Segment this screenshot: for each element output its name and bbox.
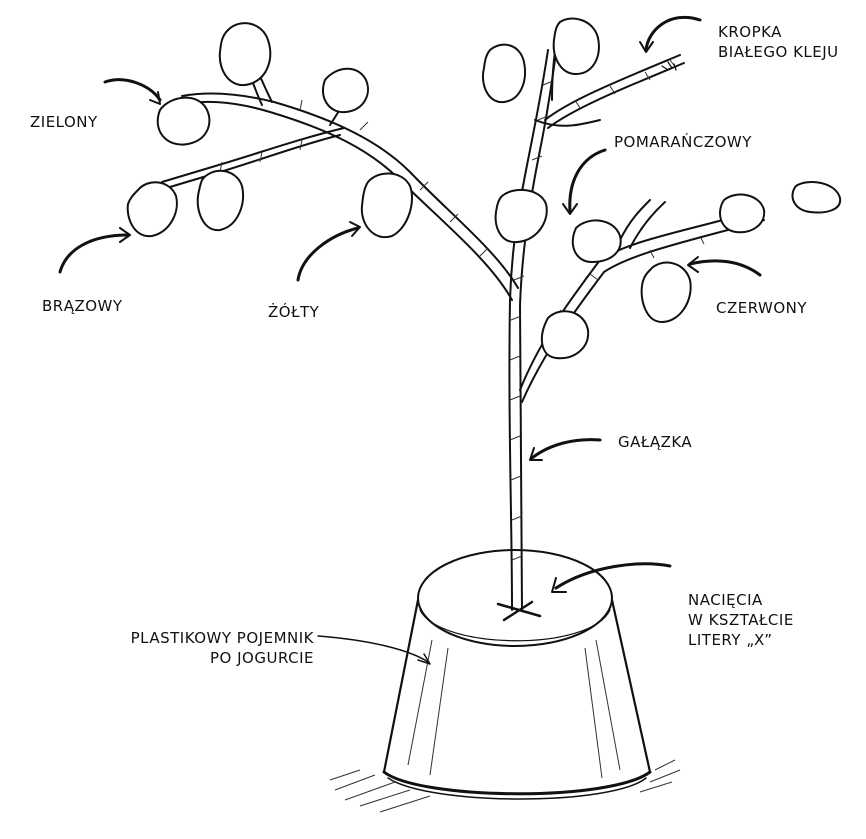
leaf-top-left <box>218 22 272 87</box>
leaf-yellow <box>360 172 413 239</box>
yogurt-container <box>382 549 652 800</box>
label-yogurt-container: PLASTIKOWY POJEMNIK PO JOGURCIE <box>130 629 314 667</box>
leaf-brown-2 <box>196 170 244 232</box>
leaf-mid <box>494 188 548 244</box>
leaf-orange <box>571 219 622 263</box>
left-branch <box>159 57 519 301</box>
label-red: CZERWONY <box>716 299 808 317</box>
glue-dot <box>661 61 677 71</box>
x-shaped-cut <box>496 600 542 622</box>
leaf-green <box>156 96 211 146</box>
leaf-top-center-2 <box>552 17 600 75</box>
label-arrows <box>58 15 762 665</box>
label-glue-dot: KROPKA BIAŁEGO KLEJU <box>718 23 839 61</box>
leaf-lower-right <box>540 310 590 360</box>
leaf-right-1 <box>719 193 766 234</box>
label-green: ZIELONY <box>30 113 98 131</box>
label-yellow: ŻÓŁTY <box>268 303 320 321</box>
twig-trunk <box>508 49 557 611</box>
leaf-right-2 <box>791 181 842 214</box>
label-twig: GAŁĄZKA <box>618 433 693 451</box>
leaf-upper-mid <box>322 67 369 114</box>
label-x-cuts: NACIĘCIA W KSZTAŁCIE LITERY „X” <box>688 591 794 649</box>
ground-shadow <box>329 759 681 813</box>
leaf-top-center-1 <box>482 43 526 104</box>
label-orange: POMARAŃCZOWY <box>614 133 752 151</box>
label-brown: BRĄZOWY <box>42 297 123 315</box>
leaf-red <box>640 261 692 323</box>
leaf-brown <box>126 181 178 238</box>
leaves <box>126 17 842 360</box>
